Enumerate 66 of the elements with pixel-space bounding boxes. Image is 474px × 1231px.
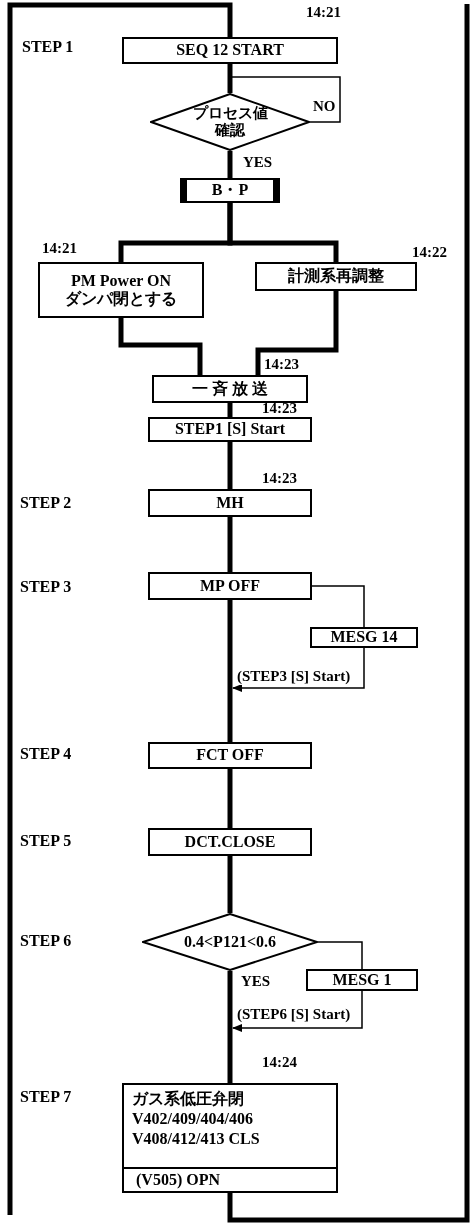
process-box <box>122 1083 338 1193</box>
connector-line <box>255 291 339 375</box>
step-label: STEP 1 <box>22 38 74 56</box>
node-text: SEQ 12 START <box>176 41 284 60</box>
node-text: MP OFF <box>200 576 260 596</box>
time-label: 14:23 <box>262 470 297 487</box>
step-label: STEP 7 <box>20 1088 72 1106</box>
connector-line <box>227 4 470 1223</box>
node-text: PM Power ON ダンパ閉とする <box>64 271 178 309</box>
process-box <box>38 262 204 318</box>
process-box <box>148 572 312 600</box>
connector-line <box>227 203 339 262</box>
node-text: 計測系再調整 <box>288 267 384 286</box>
node-text: ガス系低圧弁閉 V402/409/404/406 V408/412/413 CLS <box>131 1089 261 1149</box>
arrow <box>231 647 365 693</box>
step-label: STEP 2 <box>20 494 72 512</box>
process-box <box>306 969 418 991</box>
connector-line <box>317 941 363 970</box>
time-label: 14:21 <box>42 240 77 257</box>
connector-line <box>227 769 233 828</box>
node-text: B・P <box>211 181 249 200</box>
connector-line <box>227 971 233 1083</box>
process-box <box>122 37 338 64</box>
node-text: MESG 1 <box>332 970 392 990</box>
arrow <box>231 990 363 1033</box>
node-text: FCT OFF <box>196 746 264 765</box>
edge-label: (STEP6 [S] Start) <box>236 1006 352 1023</box>
node-text: DCT.CLOSE <box>184 832 276 852</box>
node-text: (V505) OPN <box>124 1167 336 1191</box>
process-box <box>148 489 312 517</box>
connector-line <box>7 2 233 1215</box>
node-text: MH <box>216 493 244 513</box>
step-label: STEP 6 <box>20 932 72 950</box>
node-text: STEP1 [S] Start <box>174 420 286 439</box>
node-text: プロセス値確認 <box>191 104 269 140</box>
decision-diamond <box>150 93 310 151</box>
time-label: 14:23 <box>264 356 299 373</box>
process-box <box>255 262 417 291</box>
connector-line <box>227 442 233 489</box>
connector-line <box>227 403 233 417</box>
time-label: 14:21 <box>306 4 341 21</box>
process-box <box>152 375 308 403</box>
step-label: STEP 5 <box>20 832 72 850</box>
decision-diamond <box>142 913 318 971</box>
process-box <box>148 828 312 856</box>
connector-line <box>227 517 233 572</box>
time-label: 14:22 <box>412 244 447 261</box>
step-label: STEP 3 <box>20 578 72 596</box>
process-box <box>148 417 312 442</box>
process-box <box>148 742 312 769</box>
time-label: 14:24 <box>262 1054 297 1071</box>
node-text: 一 斉 放 送 <box>192 379 268 399</box>
connector-line <box>227 856 233 913</box>
connector-line <box>227 600 233 742</box>
process-box <box>310 627 418 648</box>
connector-line <box>311 585 365 628</box>
edge-label: (STEP3 [S] Start) <box>236 668 352 685</box>
time-label: 14:23 <box>262 400 297 417</box>
connector-line <box>118 318 203 375</box>
process-box <box>180 178 280 203</box>
connector-line <box>229 63 341 123</box>
connector-line <box>227 151 233 178</box>
node-text: 0.4<P121<0.6 <box>184 932 276 952</box>
connector-line <box>227 64 233 93</box>
node-text: MESG 14 <box>330 628 398 647</box>
step-label: STEP 4 <box>20 745 72 763</box>
